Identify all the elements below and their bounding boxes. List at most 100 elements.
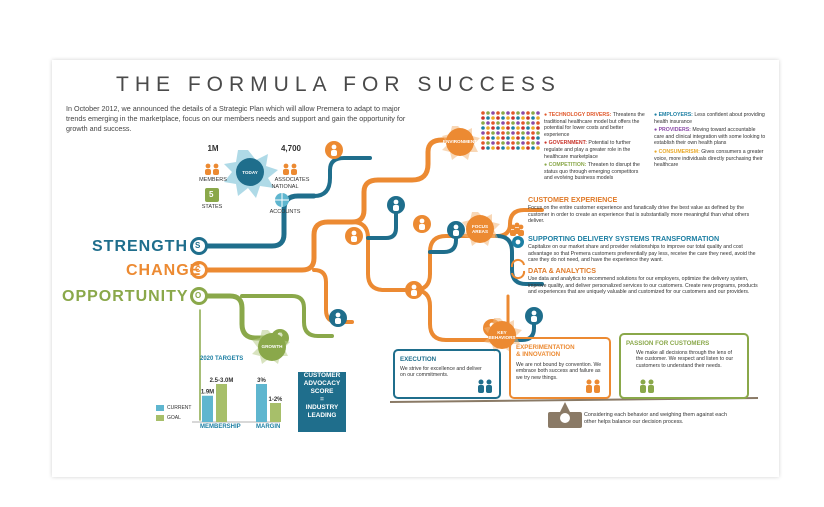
national-label: NATIONAL xyxy=(271,184,299,190)
population-dot xyxy=(491,116,495,120)
refresh-icon xyxy=(510,258,526,280)
population-dot xyxy=(516,111,520,115)
population-dot xyxy=(526,146,530,150)
population-dot xyxy=(491,126,495,130)
population-dot xyxy=(531,141,535,145)
bar-margin-current xyxy=(256,384,267,422)
focus-burst xyxy=(462,212,500,246)
population-dot xyxy=(531,111,535,115)
states-value: 5 xyxy=(209,190,214,199)
population-dot xyxy=(511,136,515,140)
bar-membership-current xyxy=(202,395,213,422)
person-nodes xyxy=(271,141,543,347)
population-dot xyxy=(511,131,515,135)
population-dot xyxy=(486,146,490,150)
population-dot xyxy=(501,126,505,130)
population-dot xyxy=(501,146,505,150)
legend-current-label: CURRENT xyxy=(167,405,192,411)
population-dot xyxy=(516,141,520,145)
population-dot xyxy=(506,141,510,145)
population-dot xyxy=(516,126,520,130)
members-value: 1M xyxy=(207,144,219,153)
population-dot xyxy=(536,126,540,130)
today-sunburst xyxy=(224,150,278,198)
delivery-systems-text: Capitalize on our market share and provi… xyxy=(528,244,756,264)
population-dot xyxy=(491,111,495,115)
opportunity-path xyxy=(204,293,277,341)
passion-box xyxy=(619,333,749,399)
bar-margin-goal xyxy=(270,403,281,422)
population-dot xyxy=(501,141,505,145)
advocacy-score-box: CUSTOMER ADVOCACY SCORE = INDUSTRY LEADI… xyxy=(298,372,346,432)
population-dot xyxy=(531,131,535,135)
strength-branch xyxy=(312,156,372,198)
s-letter: S xyxy=(195,241,201,250)
population-dot xyxy=(526,116,530,120)
population-dot xyxy=(496,141,500,145)
today-pill: TODAY xyxy=(242,170,258,175)
population-dot xyxy=(481,131,485,135)
population-dot xyxy=(511,141,515,145)
members-label: MEMBERS xyxy=(199,177,227,183)
population-dot xyxy=(481,146,485,150)
population-dot xyxy=(506,126,510,130)
bar-value-label: 2.5-3.0M xyxy=(210,378,234,384)
population-dot xyxy=(521,116,525,120)
data-analytics-text: Use data and analytics to recommend solu… xyxy=(528,276,758,296)
population-dot xyxy=(511,146,515,150)
customer-experience-icon xyxy=(510,222,524,236)
population-dot xyxy=(481,126,485,130)
c-letter: C xyxy=(195,265,201,274)
execution-box xyxy=(393,349,501,399)
opportunity-word: OPPORTUNITY xyxy=(62,288,189,305)
legend-current-swatch xyxy=(156,405,164,411)
states-label: STATES xyxy=(201,204,223,210)
legend-goal-swatch xyxy=(156,415,164,421)
population-dot xyxy=(521,131,525,135)
population-dot xyxy=(536,131,540,135)
customer-experience-text: Focus on the entire customer experience … xyxy=(528,205,750,225)
population-dot xyxy=(496,116,500,120)
population-dot xyxy=(506,121,510,125)
population-dot xyxy=(521,141,525,145)
population-dot xyxy=(526,141,530,145)
env-item: ● EMPLOYERS: Less confident about provid… xyxy=(654,112,765,125)
population-dot xyxy=(521,111,525,115)
passion-text: We make all decisions through the lens o… xyxy=(636,350,734,369)
population-dot xyxy=(506,146,510,150)
pathways-diagram xyxy=(190,126,759,428)
population-dot xyxy=(521,126,525,130)
environment-pill: ENVIRONMENT xyxy=(443,139,477,144)
population-dot xyxy=(516,116,520,120)
population-dot xyxy=(501,111,505,115)
population-dot xyxy=(486,136,490,140)
population-dot xyxy=(496,136,500,140)
population-dot xyxy=(481,141,485,145)
population-dot xyxy=(486,141,490,145)
key-behaviors-pill: KEY BEHAVIORS xyxy=(488,330,516,341)
population-dot xyxy=(526,136,530,140)
population-dot xyxy=(496,126,500,130)
legend-goal-label: GOAL xyxy=(167,415,181,421)
passion-heading: PASSION FOR CUSTOMERS xyxy=(626,340,710,347)
population-dot xyxy=(486,111,490,115)
population-dots xyxy=(481,111,540,150)
population-dot xyxy=(496,121,500,125)
population-dot xyxy=(491,146,495,150)
population-dot xyxy=(491,136,495,140)
population-dot xyxy=(481,116,485,120)
scale-caption: Considering each behavior and weighing t… xyxy=(584,412,727,425)
experimentation-heading: EXPERIMENTATION & INNOVATION xyxy=(516,344,575,359)
associates-value: 4,700 xyxy=(280,144,302,153)
population-dot xyxy=(496,146,500,150)
env-item: ● PROVIDERS: Moving toward accountable c… xyxy=(654,127,766,147)
gear-icon xyxy=(512,236,524,248)
population-dot xyxy=(506,136,510,140)
population-dot xyxy=(491,141,495,145)
population-dot xyxy=(516,121,520,125)
population-dot xyxy=(536,121,540,125)
env-item: ● TECHNOLOGY DRIVERS: Threatens the trad… xyxy=(544,112,645,138)
population-dot xyxy=(481,121,485,125)
members-icon xyxy=(205,163,219,175)
